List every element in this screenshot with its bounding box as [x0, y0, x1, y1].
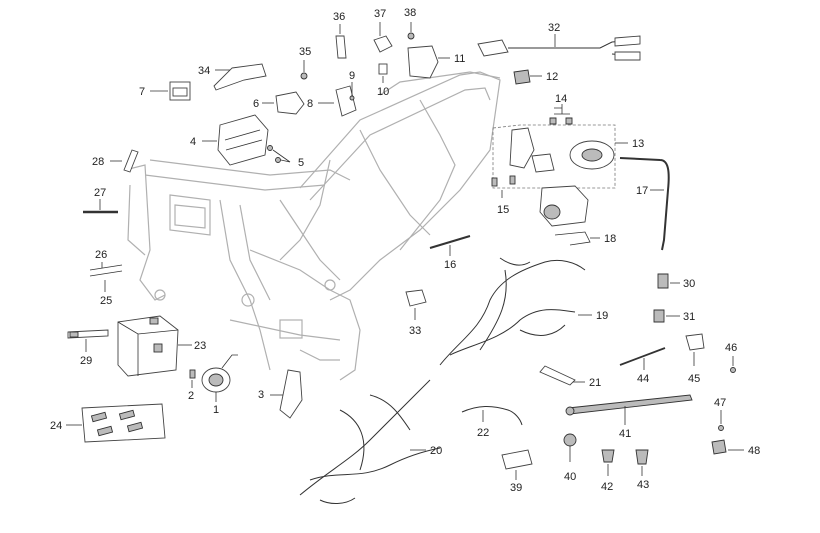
callout-25: 25 — [100, 295, 112, 307]
callout-9: 9 — [349, 70, 355, 82]
part-abs-modulator — [539, 185, 600, 246]
part-bracket-34 — [213, 63, 267, 91]
part-ignition-switch-assembly — [492, 124, 628, 189]
callout-34: 34 — [198, 65, 210, 77]
callout-23: 23 — [194, 340, 206, 352]
part-switch-40 — [563, 433, 577, 462]
part-tag — [110, 149, 139, 173]
part-nut-38 — [407, 22, 415, 40]
callout-44: 44 — [637, 373, 649, 385]
callout-35: 35 — [299, 46, 311, 58]
callout-4: 4 — [190, 136, 196, 148]
callout-3: 3 — [258, 389, 264, 401]
part-bracket — [270, 369, 303, 419]
callout-8: 8 — [307, 98, 313, 110]
part-battery-strap — [67, 329, 109, 352]
callout-22: 22 — [477, 427, 489, 439]
part-pad-set — [66, 403, 166, 443]
callout-11: 11 — [454, 53, 465, 65]
part-nut-46 — [730, 356, 736, 373]
callout-32: 32 — [548, 22, 560, 34]
callout-19: 19 — [596, 310, 608, 322]
callout-38: 38 — [404, 7, 416, 19]
callout-47: 47 — [714, 397, 726, 409]
part-wiring-harness-sub — [299, 379, 441, 504]
callout-33: 33 — [409, 325, 421, 337]
callout-41: 41 — [619, 428, 631, 440]
callout-29: 29 — [80, 355, 92, 367]
motorcycle-frame — [124, 71, 501, 381]
part-nut-47 — [718, 410, 724, 431]
callout-37: 37 — [374, 8, 386, 20]
callout-5: 5 — [298, 157, 304, 169]
part-bolt — [189, 369, 196, 388]
callout-28: 28 — [92, 156, 104, 168]
callout-26: 26 — [95, 249, 107, 261]
callout-27: 27 — [94, 187, 106, 199]
callout-7: 7 — [139, 86, 145, 98]
callout-30: 30 — [683, 278, 695, 290]
part-lead-harness — [477, 34, 641, 61]
callout-21: 21 — [589, 377, 601, 389]
part-regulator — [318, 85, 357, 117]
callout-24: 24 — [50, 420, 62, 432]
callout-45: 45 — [688, 373, 700, 385]
part-clamp-37 — [373, 22, 393, 53]
callout-14: 14 — [555, 93, 567, 105]
part-sensor — [513, 69, 542, 85]
callout-1: 1 — [213, 404, 219, 416]
callout-16: 16 — [444, 259, 456, 271]
callout-2: 2 — [188, 390, 194, 402]
part-strips — [89, 262, 123, 292]
callout-15: 15 — [497, 204, 509, 216]
part-fuse-box — [150, 81, 191, 101]
part-connector-block — [407, 45, 450, 79]
callout-39: 39 — [510, 482, 522, 494]
part-sensor-42 — [601, 449, 615, 476]
callout-17: 17 — [636, 185, 648, 197]
callout-6: 6 — [253, 98, 259, 110]
part-cable — [619, 157, 670, 251]
part-sensor-31 — [653, 309, 680, 323]
part-rod-41 — [565, 394, 693, 425]
callout-20: 20 — [430, 445, 442, 457]
part-relay — [262, 91, 305, 115]
callout-10: 10 — [377, 86, 389, 98]
callout-40: 40 — [564, 471, 576, 483]
part-pin — [83, 199, 118, 214]
callout-46: 46 — [725, 342, 737, 354]
part-rod — [429, 235, 471, 256]
part-screw — [349, 82, 355, 101]
callout-18: 18 — [604, 233, 616, 245]
part-horn — [201, 354, 238, 402]
part-connector-45 — [685, 333, 705, 366]
callout-36: 36 — [333, 11, 345, 23]
part-bolts — [549, 104, 573, 125]
part-nut-35 — [300, 60, 308, 80]
callout-12: 12 — [546, 71, 558, 83]
part-sensor-lead — [461, 406, 523, 426]
part-mount-screws — [491, 175, 516, 198]
part-ecu — [202, 114, 269, 166]
part-battery — [117, 315, 192, 377]
part-bracket-36 — [335, 24, 347, 59]
part-screws — [267, 145, 291, 163]
part-wiring-harness-main — [439, 257, 592, 366]
callout-42: 42 — [601, 481, 613, 493]
part-tie-44 — [619, 347, 666, 370]
callout-43: 43 — [637, 479, 649, 491]
part-sensor-43 — [635, 449, 649, 476]
callout-13: 13 — [632, 138, 644, 150]
part-connector-33 — [405, 289, 427, 320]
part-strap — [539, 365, 585, 386]
part-connector-48 — [711, 439, 744, 455]
part-sensor-30 — [657, 273, 680, 289]
callout-31: 31 — [683, 311, 695, 323]
part-pad-39 — [501, 449, 533, 480]
part-clip — [378, 63, 388, 83]
callout-48: 48 — [748, 445, 760, 457]
